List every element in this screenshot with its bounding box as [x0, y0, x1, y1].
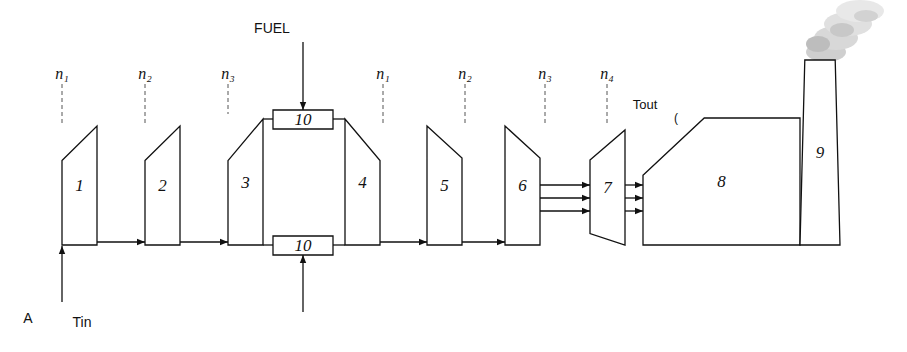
speed-label: n₁: [376, 66, 390, 82]
part-number: 6: [518, 177, 527, 194]
chimney: 9: [800, 60, 840, 245]
temperature-label: Tout: [633, 98, 658, 111]
turbine-stage: 4: [345, 119, 380, 245]
stray-mark: (: [674, 112, 678, 124]
flow-connector: [263, 118, 273, 119]
part-number: 3: [241, 174, 250, 191]
temperature-label: Tin: [73, 315, 92, 329]
flow-connector: [333, 118, 345, 119]
part-number: 5: [440, 177, 449, 194]
part-number: 4: [358, 174, 367, 191]
combustion-chamber: 10: [273, 110, 333, 129]
flow-connector: [625, 184, 643, 185]
power-turbine: 7: [590, 130, 625, 245]
flow-connector: [625, 210, 643, 211]
part-number: 2: [158, 177, 167, 194]
flow-connector: [333, 244, 345, 245]
flow-connector: [380, 241, 427, 242]
compressor-stage: 1: [62, 126, 97, 245]
part-number: 1: [75, 177, 84, 194]
speed-label: n₂: [138, 66, 152, 82]
flow-connector: [540, 184, 590, 185]
turbine-stage: 6: [505, 126, 540, 245]
flow-connector: [540, 210, 590, 211]
combustion-chamber: 10: [273, 236, 333, 255]
part-number: 10: [295, 111, 312, 128]
part-number: 10: [295, 237, 312, 254]
speed-label: n₂: [458, 66, 472, 82]
flow-connector: [97, 241, 145, 242]
part-number: 9: [816, 144, 825, 161]
smoke: [806, 0, 884, 62]
part-number: 7: [603, 179, 612, 196]
compressor-stage: 3: [228, 119, 263, 245]
speed-label: n₁: [55, 66, 69, 82]
flow-connector: [180, 241, 228, 242]
speed-lines: [62, 84, 607, 126]
flow-connector: [462, 241, 505, 242]
speed-label: n₄: [600, 66, 614, 82]
boiler: 8: [643, 118, 800, 245]
part-number: 8: [717, 173, 726, 190]
speed-label: n₃: [221, 66, 235, 82]
turbine-stage: 5: [427, 126, 462, 245]
flow-connector: [625, 197, 643, 198]
speed-label: n₃: [538, 66, 552, 82]
flow-arrows: [62, 42, 303, 312]
flow-connector: [263, 244, 273, 245]
air-label: A: [23, 311, 32, 325]
compressor-stage: 2: [145, 126, 180, 245]
flow-connector: [540, 197, 590, 198]
fuel-label: FUEL: [254, 21, 290, 35]
